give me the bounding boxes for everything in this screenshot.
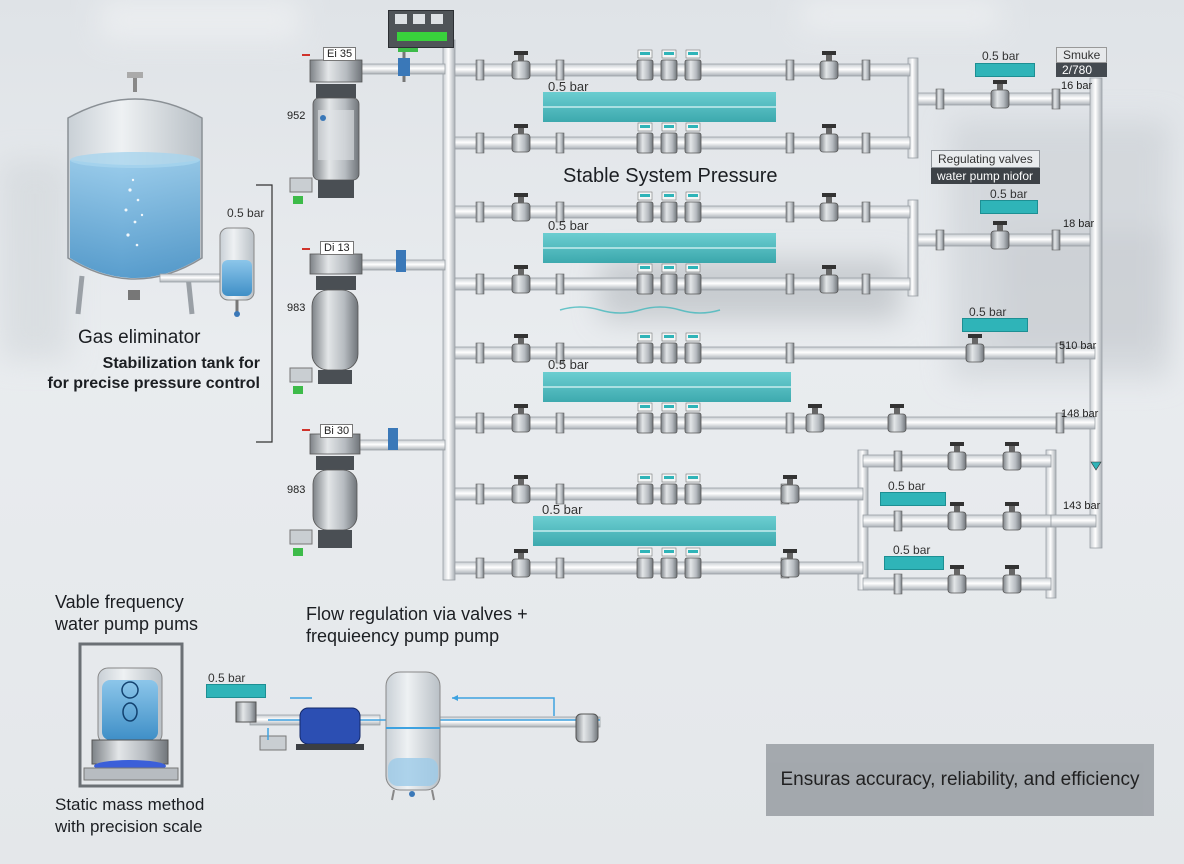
pressure-bands [533,92,791,546]
teal-readout-4 [880,492,946,506]
band-4-label: 0.5 bar [542,502,583,517]
precision-scale-unit [78,642,184,788]
pump-unit-1 [289,46,418,204]
teal-readout-6 [206,684,266,698]
right-3-label: 0.5 bar [969,305,1007,319]
teal-readout-5 [884,556,944,570]
pump-unit-3 [289,428,398,556]
pump-1-side-label: 952 [287,110,306,122]
flow-arrow-icon [1090,461,1102,471]
right-2-label: 0.5 bar [990,187,1028,201]
frequency-pump-line [235,671,601,801]
flow-regulation-caption: Flow regulation via valves + frequieency… [306,603,528,647]
bottom-pump-label: 0.5 bar [208,671,246,685]
line-label-2: 18 bar [1063,218,1095,230]
pump-2-tag: Di 13 [320,241,354,255]
teal-readout-3 [962,318,1028,332]
stable-system-pressure-title: Stable System Pressure [563,165,778,187]
pump-3-side-label: 983 [287,484,306,496]
control-button-2[interactable] [413,14,425,24]
band-2-label: 0.5 bar [548,218,589,233]
control-display [397,32,447,41]
vfd-caption: Vable frequency water pump pums [55,591,198,635]
regulating-line-2: water pump niofor [931,168,1040,184]
control-button-1[interactable] [395,14,407,24]
regulating-line-1: Regulating valves [931,150,1040,168]
flow-line-1: Flow regulation via valves + [306,604,528,624]
flow-line-2: frequieency pump pump [306,626,500,646]
control-panel[interactable] [388,10,454,48]
pressure-band-2 [543,233,776,263]
vfd-line-1: Vable frequency [55,592,184,612]
smoke-line-2: 2/780 [1056,63,1108,77]
gas-eliminator-tank [67,72,223,315]
tank-gauge-label: 0.5 bar [227,206,265,220]
right-1-label: 0.5 bar [982,49,1020,63]
line-label-4: 148 bar [1061,408,1099,420]
right-4-label: 0.5 bar [888,479,926,493]
accuracy-banner: Ensuras accuracy, reliability, and effic… [766,744,1154,816]
stabilization-line-2: for precise pressure control [47,375,260,392]
pump-unit-2 [289,248,406,394]
stabilization-line-1: Stabilization tank for [102,355,260,372]
static-line-2: with precision scale [55,817,203,836]
stabilization-caption: Stabilization tank for for precise press… [30,354,260,394]
bracket-line [256,184,273,443]
pump-1-tag: Ei 35 [323,47,357,61]
pressure-band-3 [543,372,791,402]
line-label-3: 510 bar [1059,340,1097,352]
smoke-label: Smuke 2/780 [1056,47,1108,77]
static-line-1: Static mass method [55,795,205,814]
pump-2-side-label: 983 [287,302,306,314]
right-manifold-pipe [1089,77,1103,549]
vfd-line-2: water pump pums [55,614,199,634]
static-mass-caption: Static mass method with precision scale [55,794,204,838]
gas-eliminator-title: Gas eliminator [78,327,201,348]
line-label-1: 16 bar [1061,80,1093,92]
band-1-label: 0.5 bar [548,79,589,94]
teal-readout-1 [975,63,1035,77]
smoke-line-1: Smuke [1056,47,1108,63]
stabilization-tank [219,227,255,317]
teal-readout-2 [980,200,1038,214]
pump-3-tag: Bi 30 [320,424,354,438]
control-button-3[interactable] [431,14,443,24]
line-label-5: 143 bar [1063,500,1101,512]
regulating-valves-label: Regulating valves water pump niofor [931,150,1040,184]
pressure-band-4 [533,516,776,546]
left-manifold-pipe [442,39,456,581]
pressure-band-1 [543,92,776,122]
band-3-label: 0.5 bar [548,357,589,372]
right-5-label: 0.5 bar [893,543,931,557]
